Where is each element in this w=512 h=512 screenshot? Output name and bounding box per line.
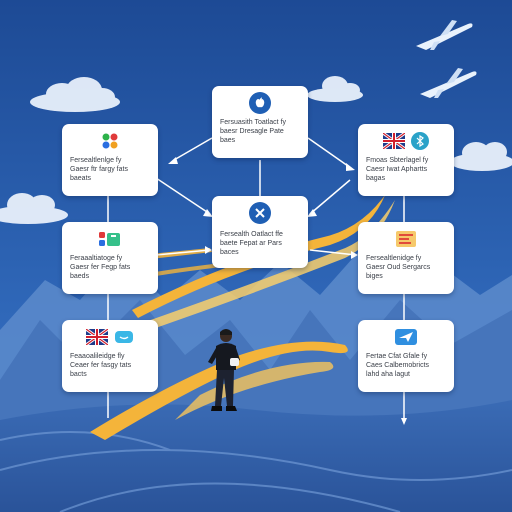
card-mid-left-text: Feraaaltiatoge fy Gaesr fer Fegp fats ba… <box>70 255 131 280</box>
card-top-center-text: Fersuasith Toatlact fy baesr Dresagle Pa… <box>220 119 287 144</box>
cloud-top-left <box>30 77 120 112</box>
bluetooth-icon <box>411 132 429 150</box>
card-top-center[interactable]: Fersuasith Toatlact fy baesr Dresagle Pa… <box>212 86 308 158</box>
card-top-left[interactable]: Fersealtlenlge fy Gaesr ftr fargy fats b… <box>62 124 158 196</box>
card-center-text: Fersealth Oatlact ffe baete Fepat ar Par… <box>220 231 283 256</box>
cloud-right <box>450 142 512 171</box>
card-bottom-left-text: Feaaoalileidge fly Ceaer fer fasgy tats … <box>70 353 132 378</box>
airplane-icon <box>416 20 473 50</box>
uk-flag-icon <box>383 133 405 149</box>
golden-streak-2 <box>145 200 395 330</box>
ground-lines <box>0 431 512 512</box>
document-lines-icon <box>366 228 446 250</box>
card-top-right-text: Fmoas Sbterlagel fy Caesr Iwat Aphartts … <box>366 157 429 182</box>
golden-path-main <box>90 341 348 440</box>
colored-blocks-icon <box>70 228 150 250</box>
close-icon <box>249 202 271 224</box>
card-bottom-left[interactable]: Feaaoalileidge fly Ceaer fer fasgy tats … <box>62 320 158 392</box>
cloud-top-right <box>307 76 363 102</box>
card-top-left-text: Fersealtlenlge fy Gaesr ftr fargy fats b… <box>70 157 128 182</box>
golden-path-lower <box>175 361 334 420</box>
card-mid-right[interactable]: Fersealtlenidge fy Gaesr Oud Sergarcs bi… <box>358 222 454 294</box>
uk-flag-icon <box>86 329 108 345</box>
colored-dots-icon <box>70 130 150 152</box>
card-mid-left[interactable]: Feraaaltiatoge fy Gaesr fer Fegp fats ba… <box>62 222 158 294</box>
connectors <box>107 137 405 420</box>
card-center[interactable]: Fersealth Oatlact ffe baete Fepat ar Par… <box>212 196 308 268</box>
cloud-left <box>0 193 68 224</box>
card-bottom-right[interactable]: Fertae Cfat Gfale fy Caes Calbemobricts … <box>358 320 454 392</box>
card-bottom-right-text: Fertae Cfat Gfale fy Caes Calbemobricts … <box>366 353 430 378</box>
connector-arrowheads <box>168 157 407 425</box>
send-icon <box>395 329 417 345</box>
card-mid-right-text: Fersealtlenidge fy Gaesr Oud Sergarcs bi… <box>366 255 431 280</box>
airplane-icon-secondary <box>420 68 477 98</box>
apple-icon <box>249 92 271 114</box>
traveler-figure <box>208 329 240 411</box>
card-top-right[interactable]: Fmoas Sbterlagel fy Caesr Iwat Aphartts … <box>358 124 454 196</box>
chat-icon <box>115 331 133 343</box>
